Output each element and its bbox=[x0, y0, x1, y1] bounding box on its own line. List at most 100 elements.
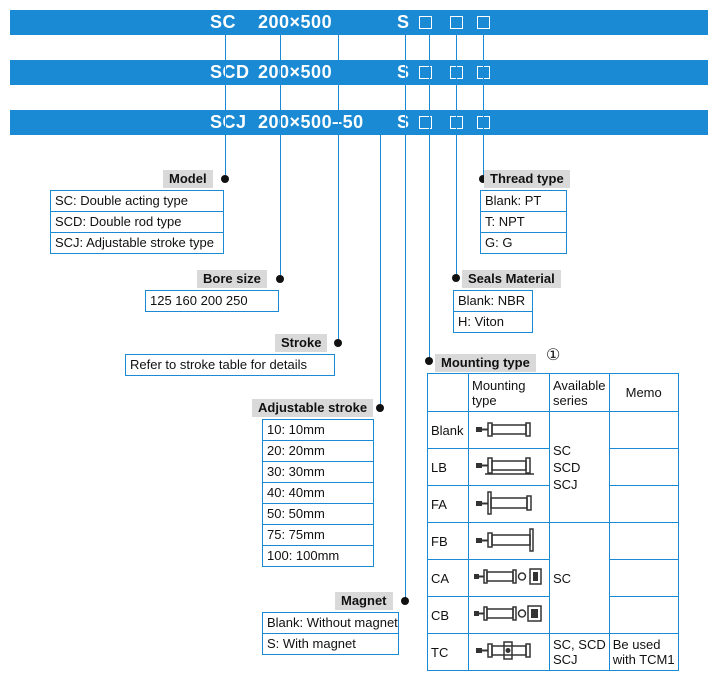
bar-seal: S bbox=[397, 12, 410, 32]
thread-option: Blank: PT bbox=[481, 191, 566, 212]
bore-options: 125 160 200 250 bbox=[145, 290, 279, 312]
model-label: Model bbox=[163, 170, 213, 188]
mount-code: FB bbox=[427, 522, 469, 560]
mount-code: CA bbox=[427, 559, 469, 597]
mount-code: FA bbox=[427, 485, 469, 523]
bore-label: Bore size bbox=[197, 270, 267, 288]
option-square bbox=[419, 16, 432, 29]
bar-code: 200×500 bbox=[258, 62, 333, 82]
connector-model bbox=[225, 35, 226, 178]
connector-dot bbox=[276, 275, 284, 283]
adjustable-option: 20: 20mm bbox=[263, 441, 373, 462]
cylinder-icon bbox=[476, 421, 531, 437]
header-bar-scj: SCJ 200×500–50 S bbox=[10, 110, 708, 135]
thread-option: G: G bbox=[485, 235, 513, 250]
adjustable-option: 100: 100mm bbox=[267, 548, 340, 563]
bar-code: 200×500–50 bbox=[258, 112, 364, 132]
magnet-option: Blank: Without magnet bbox=[263, 613, 398, 634]
footnote-marker: ① bbox=[546, 347, 561, 364]
connector-dot bbox=[425, 357, 433, 365]
series-group2: SC bbox=[549, 522, 610, 634]
seals-options: Blank: NBR H: Viton bbox=[453, 290, 533, 333]
header-bar-sc: SC 200×500 S bbox=[10, 10, 708, 35]
header-mounting-type: Mounting type bbox=[468, 373, 550, 412]
cylinder-trunnion-icon bbox=[476, 640, 531, 660]
mounting-label: Mounting type bbox=[435, 354, 536, 372]
model-options: SC: Double acting type SCD: Double rod t… bbox=[50, 190, 224, 254]
header-empty bbox=[427, 373, 469, 412]
memo-tc: Be used with TCM1 bbox=[608, 633, 679, 671]
header-memo: Memo bbox=[608, 373, 679, 412]
memo-cell bbox=[608, 485, 679, 523]
memo-cell bbox=[608, 596, 679, 634]
bar-seal: S bbox=[397, 112, 410, 132]
adjustable-option: 30: 30mm bbox=[263, 462, 373, 483]
cylinder-double-clevis-icon bbox=[474, 604, 542, 622]
mount-code: Blank bbox=[427, 411, 469, 449]
mount-icon-fa bbox=[468, 485, 550, 523]
header-bar-scd: SCD 200×500 S bbox=[10, 60, 708, 85]
cylinder-flange-front-icon bbox=[476, 490, 532, 515]
memo-cell bbox=[608, 411, 679, 449]
option-square bbox=[419, 66, 432, 79]
stroke-label: Stroke bbox=[275, 334, 328, 352]
bar-code: 200×500 bbox=[258, 12, 333, 32]
mount-code: CB bbox=[427, 596, 469, 634]
connector-dot bbox=[221, 175, 229, 183]
connector-dot bbox=[479, 175, 487, 183]
connector-thread bbox=[483, 35, 484, 178]
connector-magnet bbox=[405, 35, 406, 601]
seals-option: Blank: NBR bbox=[454, 291, 532, 312]
mount-code: TC bbox=[427, 633, 469, 671]
memo-cell bbox=[608, 448, 679, 486]
mount-icon-blank bbox=[468, 411, 550, 449]
connector-dot bbox=[401, 597, 409, 605]
mount-code: LB bbox=[427, 448, 469, 486]
connector-dot bbox=[376, 404, 384, 412]
series-group1: SC SCD SCJ bbox=[549, 411, 610, 523]
connector-adjustable bbox=[380, 135, 381, 408]
cylinder-clevis-icon bbox=[474, 567, 542, 585]
adjustable-label: Adjustable stroke bbox=[252, 399, 374, 417]
connector-dot bbox=[334, 339, 342, 347]
mount-icon-ca bbox=[468, 559, 550, 597]
mount-icon-cb bbox=[468, 596, 550, 634]
adjustable-option: 50: 50mm bbox=[263, 504, 373, 525]
option-square bbox=[477, 16, 490, 29]
mount-icon-tc bbox=[468, 633, 550, 671]
thread-option: T: NPT bbox=[481, 212, 566, 233]
mount-icon-lb bbox=[468, 448, 550, 486]
adjustable-options: 10: 10mm 20: 20mm 30: 30mm 40: 40mm 50: … bbox=[262, 419, 374, 567]
cylinder-flange-rear-icon bbox=[476, 527, 534, 552]
magnet-option: S: With magnet bbox=[267, 636, 356, 651]
connector-seals bbox=[456, 35, 457, 278]
option-square bbox=[450, 16, 463, 29]
option-square bbox=[419, 116, 432, 129]
adjustable-option: 10: 10mm bbox=[263, 420, 373, 441]
connector-stroke bbox=[338, 35, 339, 343]
cylinder-foot-icon bbox=[476, 456, 534, 475]
connector-dot bbox=[452, 274, 460, 282]
bar-prefix: SCJ bbox=[210, 112, 247, 132]
seals-label: Seals Material bbox=[462, 270, 561, 288]
magnet-options: Blank: Without magnet S: With magnet bbox=[262, 612, 399, 655]
mounting-table: Mounting type Available series Memo Blan… bbox=[427, 373, 679, 671]
magnet-label: Magnet bbox=[335, 592, 393, 610]
series-tc: SC, SCD SCJ bbox=[549, 633, 610, 671]
seals-option: H: Viton bbox=[458, 314, 505, 329]
bar-prefix: SCD bbox=[210, 62, 250, 82]
model-option: SCD: Double rod type bbox=[51, 212, 223, 233]
memo-cell bbox=[608, 559, 679, 597]
connector-bore bbox=[280, 35, 281, 279]
model-option: SCJ: Adjustable stroke type bbox=[55, 235, 214, 250]
connector-mounting bbox=[429, 35, 430, 361]
mount-icon-fb bbox=[468, 522, 550, 560]
thread-label: Thread type bbox=[484, 170, 570, 188]
stroke-note: Refer to stroke table for details bbox=[125, 354, 335, 376]
adjustable-option: 40: 40mm bbox=[263, 483, 373, 504]
bar-seal: S bbox=[397, 62, 410, 82]
bar-prefix: SC bbox=[210, 12, 237, 32]
adjustable-option: 75: 75mm bbox=[263, 525, 373, 546]
memo-cell bbox=[608, 522, 679, 560]
thread-options: Blank: PT T: NPT G: G bbox=[480, 190, 567, 254]
